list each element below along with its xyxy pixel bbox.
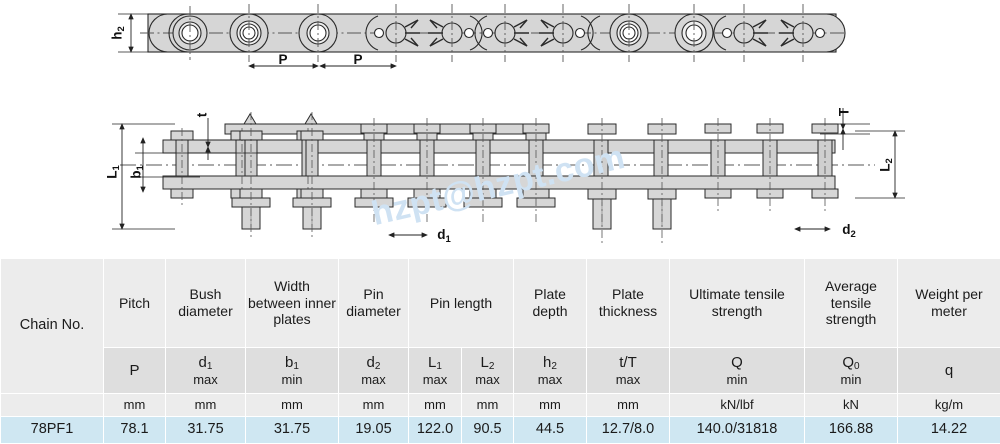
symbol-text: Q xyxy=(731,354,743,371)
symbol-text: L1 xyxy=(428,354,442,371)
unit-cell-weight: kg/m xyxy=(898,394,1000,417)
header-group-average-tensile-strength: Average tensile strength xyxy=(805,259,898,348)
unit-cell-pitch: mm xyxy=(104,394,166,417)
dim-label-t: t xyxy=(195,112,210,117)
unit-cell-ultimate: kN/lbf xyxy=(670,394,805,417)
header-symbol-q: Q min xyxy=(670,348,805,394)
header-group-pin-diameter: Pin diameter xyxy=(339,259,409,348)
symbol-qualifier: min xyxy=(248,372,336,387)
table-header-row-titles: Chain No. Pitch Bush diameter Width betw… xyxy=(1,259,1000,348)
header-symbol-b1: b1 min xyxy=(246,348,339,394)
symbol-qualifier: min xyxy=(672,372,802,387)
header-symbol-d1: d1 max xyxy=(166,348,246,394)
symbol-qualifier: max xyxy=(411,372,459,387)
chain-plan-view xyxy=(112,108,905,245)
specification-table-container: Chain No. Pitch Bush diameter Width betw… xyxy=(0,258,1000,443)
dim-label-L2: L2 xyxy=(878,158,895,172)
symbol-qualifier: min xyxy=(807,372,895,387)
header-chain-no: Chain No. xyxy=(1,259,104,394)
symbol-text: Q0 xyxy=(842,354,859,371)
symbol-text: P xyxy=(129,362,139,379)
header-group-weight-per-meter: Weight per meter xyxy=(898,259,1000,348)
symbol-qualifier: max xyxy=(516,372,584,387)
header-symbol-t-over-T: t/T max xyxy=(587,348,670,394)
cell-pitch: 78.1 xyxy=(104,417,166,444)
header-group-bush-diameter: Bush diameter xyxy=(166,259,246,348)
header-symbol-h2: h2 max xyxy=(514,348,587,394)
symbol-qualifier: max xyxy=(464,372,511,387)
header-group-pin-length: Pin length xyxy=(409,259,514,348)
symbol-text: t/T xyxy=(619,354,637,371)
header-symbol-l1: L1 max xyxy=(409,348,462,394)
dim-label-d2: d2 xyxy=(842,222,856,240)
technical-drawing: h2 P P t T L1 L2 b1 d1 d2 hzpt@hzpt.com xyxy=(0,0,1000,258)
cell-chain-no: 78PF1 xyxy=(1,417,104,444)
cell-plate-depth: 44.5 xyxy=(514,417,587,444)
symbol-text: L2 xyxy=(481,354,495,371)
header-group-width-between-inner-plates: Width between inner plates xyxy=(246,259,339,348)
cell-pin-length-l2: 90.5 xyxy=(462,417,514,444)
cell-bush-diameter: 31.75 xyxy=(166,417,246,444)
dim-label-b1: b1 xyxy=(129,165,146,179)
dim-label-h2: h2 xyxy=(110,26,127,40)
cell-width-between-inner-plates: 31.75 xyxy=(246,417,339,444)
cell-pin-length-l1: 122.0 xyxy=(409,417,462,444)
table-header-row-units: mm mm mm mm mm mm mm mm kN/lbf kN kg/m xyxy=(1,394,1000,417)
table-header-row-symbols: P d1 max b1 min d2 max L1 max xyxy=(1,348,1000,394)
unit-cell-average: kN xyxy=(805,394,898,417)
symbol-text: b1 xyxy=(285,354,299,371)
header-symbol-p: P xyxy=(104,348,166,394)
header-symbol-q-weight: q xyxy=(898,348,1000,394)
symbol-text: d2 xyxy=(367,354,381,371)
symbol-text: h2 xyxy=(543,354,557,371)
specification-table: Chain No. Pitch Bush diameter Width betw… xyxy=(0,258,1000,444)
unit-cell-width-inner: mm xyxy=(246,394,339,417)
cell-ultimate-tensile-strength: 140.0/31818 xyxy=(670,417,805,444)
header-symbol-l2: L2 max xyxy=(462,348,514,394)
symbol-qualifier: max xyxy=(589,372,667,387)
cell-average-tensile-strength: 166.88 xyxy=(805,417,898,444)
header-symbol-d2: d2 max xyxy=(339,348,409,394)
header-group-pitch: Pitch xyxy=(104,259,166,348)
unit-cell-blank xyxy=(1,394,104,417)
header-group-ultimate-tensile-strength: Ultimate tensile strength xyxy=(670,259,805,348)
header-group-plate-thickness: Plate thickness xyxy=(587,259,670,348)
unit-cell-pin-diameter: mm xyxy=(339,394,409,417)
dim-label-L1: L1 xyxy=(105,165,122,179)
unit-cell-plate-thickness: mm xyxy=(587,394,670,417)
unit-cell-pin-length-l1: mm xyxy=(409,394,462,417)
chain-drawing-svg: h2 P P t T L1 L2 b1 d1 d2 xyxy=(0,0,1000,258)
symbol-text: d1 xyxy=(199,354,213,371)
symbol-text: q xyxy=(945,362,953,379)
unit-cell-plate-depth: mm xyxy=(514,394,587,417)
cell-weight-per-meter: 14.22 xyxy=(898,417,1000,444)
header-group-plate-depth: Plate depth xyxy=(514,259,587,348)
dim-label-T: T xyxy=(837,107,852,116)
dim-label-d1: d1 xyxy=(437,227,451,245)
symbol-qualifier: max xyxy=(168,372,243,387)
cell-plate-thickness: 12.7/8.0 xyxy=(587,417,670,444)
table-row[interactable]: 78PF1 78.1 31.75 31.75 19.05 122.0 90.5 … xyxy=(1,417,1000,444)
chain-side-view xyxy=(118,4,845,66)
dim-label-p-1: P xyxy=(278,52,287,67)
header-symbol-q0: Q0 min xyxy=(805,348,898,394)
unit-cell-pin-length-l2: mm xyxy=(462,394,514,417)
symbol-qualifier: max xyxy=(341,372,406,387)
dim-label-p-2: P xyxy=(353,52,362,67)
cell-pin-diameter: 19.05 xyxy=(339,417,409,444)
unit-cell-bush-diameter: mm xyxy=(166,394,246,417)
